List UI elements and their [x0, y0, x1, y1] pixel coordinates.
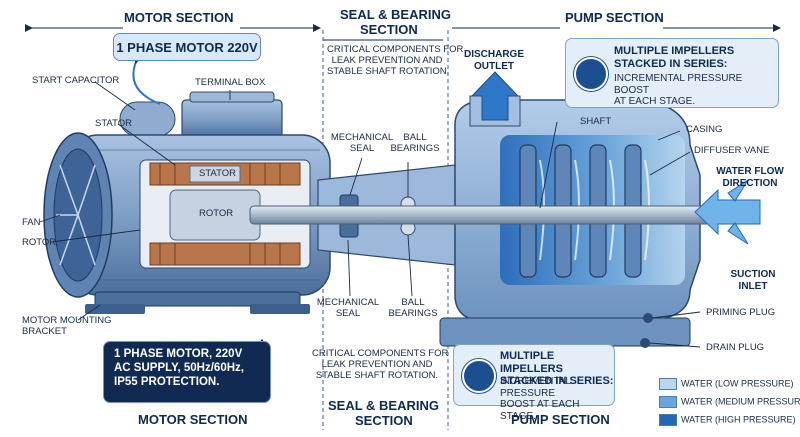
label-shaft: SHAFT: [580, 116, 612, 127]
impeller-bottom-body: INCREMENTAL PRESSURE BOOST AT EACH STAGE…: [500, 376, 614, 422]
seal-note-top-line-3: STABLE SHAFT ROTATION.: [327, 65, 450, 77]
seal-note-bottom: CRITICAL COMPONENTS FOR LEAK PREVENTION …: [312, 348, 449, 382]
legend-swatch-high: [659, 414, 677, 426]
suction-arrows: [694, 179, 761, 245]
label-start-capacitor: START CAPACITOR: [32, 75, 120, 86]
spec-line-1: 1 PHASE MOTOR, 220V: [114, 348, 243, 360]
label-water-flow-direction: WATER FLOW DIRECTION: [714, 166, 786, 189]
legend-item-low: WATER (LOW PRESSURE): [659, 378, 794, 390]
header-pump-bottom: PUMP SECTION: [511, 412, 610, 427]
label-suction-2: INLET: [738, 280, 768, 292]
label-ball-bearings-bottom: BALL BEARINGS: [386, 297, 440, 320]
label-terminal-box: TERMINAL BOX: [195, 77, 266, 88]
shaft-shape: [249, 205, 716, 225]
motor-rating-box: 1 PHASE MOTOR 220V: [113, 33, 261, 61]
impeller-top-body: INCREMENTAL PRESSURE BOOST AT EACH STAGE…: [614, 73, 778, 108]
label-rotor-inner: ROTOR: [199, 208, 234, 219]
impeller-top-title-1: MULTIPLE IMPELLERS: [614, 45, 735, 57]
legend-swatch-medium: [659, 396, 677, 408]
label-mechanical-seal-top: MECHANICAL SEAL: [330, 132, 394, 155]
spec-line-3: IP55 PROTECTION.: [114, 375, 220, 388]
label-bearings-bottom-2: BEARINGS: [388, 307, 438, 319]
label-discharge-outlet: DISCHARGE OUTLET: [462, 49, 526, 72]
impeller-icon: [462, 359, 496, 393]
label-drain-plug: DRAIN PLUG: [706, 342, 765, 353]
label-casing: CASING: [686, 124, 723, 135]
legend-item-high: WATER (HIGH PRESSURE): [659, 414, 796, 426]
label-bearings-top-1: BALL: [403, 132, 427, 143]
header-seal-bottom: SEAL & BEARING: [328, 398, 439, 413]
label-suction-inlet: SUCTION INLET: [726, 269, 780, 292]
seal-note-top-line-2: LEAK PREVENTION AND: [331, 54, 443, 66]
label-bracket-line-1: MOTOR MOUNTING: [22, 315, 112, 326]
label-ball-bearings-top: BALL BEARINGS: [388, 132, 442, 155]
label-stator-inner: STATOR: [199, 168, 236, 179]
label-mech-seal-bottom-2: SEAL: [335, 307, 361, 319]
motor-spec-box: 1 PHASE MOTOR, 220V AC SUPPLY, 50Hz/60Hz…: [103, 341, 271, 403]
seal-note-bottom-line-1: CRITICAL COMPONENTS FOR: [312, 348, 449, 359]
motor-body: [43, 132, 331, 314]
label-mech-seal-top-1: MECHANICAL: [330, 132, 394, 143]
impeller-top-body-1: INCREMENTAL PRESSURE BOOST: [614, 73, 743, 96]
header-motor-top: MOTOR SECTION: [124, 10, 234, 25]
header-pump-top: PUMP SECTION: [565, 10, 664, 25]
impeller-bottom-title: MULTIPLE IMPELLERS STACKED IN SERIES:: [500, 350, 614, 388]
impeller-top-body-2: AT EACH STAGE.: [614, 96, 696, 107]
header-seal-bottom-2: SECTION: [355, 413, 413, 428]
impeller-top-title-2: STACKED IN SERIES:: [614, 57, 728, 70]
label-discharge-1: DISCHARGE: [463, 49, 524, 60]
label-flow-2: DIRECTION: [722, 177, 778, 189]
impeller-bottom-body-1: INCREMENTAL PRESSURE: [500, 376, 571, 399]
label-fan: FAN: [22, 217, 41, 228]
label-mech-seal-bottom-1: MECHANICAL: [316, 297, 380, 308]
label-mech-seal-top-2: SEAL: [349, 142, 375, 154]
seal-note-top-line-1: CRITICAL COMPONENTS FOR: [327, 44, 464, 55]
discharge-arrow: [470, 71, 520, 121]
impeller-bottom-title-1: MULTIPLE IMPELLERS: [500, 350, 563, 375]
label-discharge-2: OUTLET: [474, 60, 514, 72]
legend-swatch-low: [659, 378, 677, 390]
legend-label-low: WATER (LOW PRESSURE): [681, 378, 794, 389]
impeller-icon: [574, 57, 608, 91]
label-diffuser-vane: DIFFUSER VANE: [694, 145, 770, 156]
header-seal-top-2: SECTION: [360, 22, 418, 37]
label-bracket-line-2: BRACKET: [22, 325, 67, 337]
legend-label-high: WATER (HIGH PRESSURE): [681, 414, 796, 425]
seal-note-bottom-line-3: STABLE SHAFT ROTATION.: [315, 369, 439, 381]
label-suction-1: SUCTION: [730, 269, 776, 280]
impeller-bottom-title-2: STACKED IN SERIES:: [500, 375, 614, 388]
terminal-box-shape: [181, 91, 283, 139]
label-bearings-bottom-1: BALL: [401, 297, 425, 308]
label-mechanical-seal-bottom: MECHANICAL SEAL: [316, 297, 380, 320]
impeller-top-title: MULTIPLE IMPELLERS STACKED IN SERIES:: [614, 45, 734, 70]
impeller-box-bottom: MULTIPLE IMPELLERS STACKED IN SERIES: IN…: [453, 344, 615, 422]
label-bearings-top-2: BEARINGS: [390, 142, 440, 154]
label-rotor: ROTOR: [22, 237, 57, 248]
label-flow-1: WATER FLOW: [716, 166, 784, 177]
impeller-bottom-body-2: BOOST AT EACH STAGE.: [500, 399, 580, 422]
header-seal-top: SEAL & BEARING: [340, 7, 451, 22]
legend-item-medium: WATER (MEDIUM PRESSURE): [659, 396, 800, 408]
seal-note-bottom-line-2: LEAK PREVENTION AND: [321, 358, 433, 370]
legend-label-medium: WATER (MEDIUM PRESSURE): [681, 396, 800, 407]
label-priming-plug: PRIMING PLUG: [706, 307, 776, 318]
seal-note-top: CRITICAL COMPONENTS FOR LEAK PREVENTION …: [327, 44, 464, 78]
spec-line-2: AC SUPPLY, 50Hz/60Hz,: [114, 361, 244, 374]
header-motor-bottom: MOTOR SECTION: [138, 412, 248, 427]
label-stator: STATOR: [95, 118, 132, 129]
label-motor-mounting-bracket: MOTOR MOUNTING BRACKET: [22, 315, 112, 338]
impeller-box-top: MULTIPLE IMPELLERS STACKED IN SERIES: IN…: [565, 38, 779, 108]
